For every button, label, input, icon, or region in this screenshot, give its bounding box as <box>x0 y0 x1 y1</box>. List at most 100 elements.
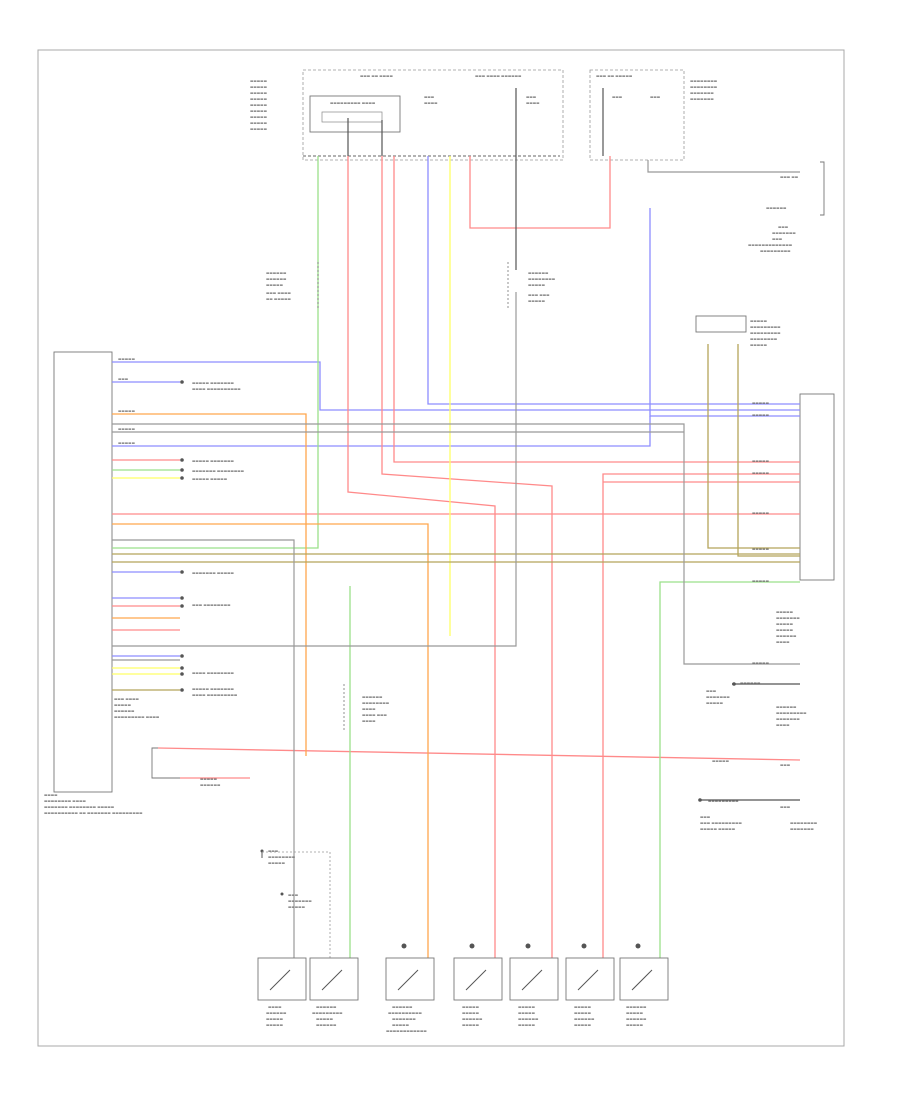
svg-text:▬▬▬▬▬▬▬▬▬: ▬▬▬▬▬▬▬▬▬ <box>776 711 807 715</box>
svg-text:▬▬▬▬▬: ▬▬▬▬▬ <box>626 1011 644 1015</box>
svg-text:▬▬▬▬▬▬▬▬▬▬ ▬▬ ▬▬▬▬▬▬▬ ▬▬▬▬▬▬▬▬: ▬▬▬▬▬▬▬▬▬▬ ▬▬ ▬▬▬▬▬▬▬ ▬▬▬▬▬▬▬▬▬ <box>44 811 143 815</box>
svg-text:▬▬▬▬▬▬: ▬▬▬▬▬▬ <box>518 1017 539 1021</box>
svg-text:▬▬▬▬▬▬: ▬▬▬▬▬▬ <box>266 277 287 281</box>
svg-text:▬▬▬▬▬: ▬▬▬▬▬ <box>752 459 770 463</box>
switch-7: ▬▬▬▬▬▬ ▬▬▬▬▬ ▬▬▬▬▬▬ ▬▬▬▬▬ <box>619 943 669 1027</box>
svg-text:▬▬▬▬▬: ▬▬▬▬▬ <box>750 343 768 347</box>
svg-text:▬▬▬▬▬▬▬: ▬▬▬▬▬▬▬ <box>392 1017 416 1021</box>
svg-text:▬▬▬▬▬: ▬▬▬▬▬ <box>288 905 306 909</box>
svg-text:▬▬▬▬▬▬: ▬▬▬▬▬▬ <box>362 695 383 699</box>
svg-text:▬▬▬ ▬▬▬: ▬▬▬ ▬▬▬ <box>528 293 550 297</box>
svg-text:▬▬▬▬▬: ▬▬▬▬▬ <box>250 127 268 131</box>
svg-text:▬▬▬▬▬: ▬▬▬▬▬ <box>776 628 794 632</box>
svg-text:▬▬▬▬▬: ▬▬▬▬▬ <box>712 759 730 763</box>
svg-text:▬▬ ▬▬▬▬▬: ▬▬ ▬▬▬▬▬ <box>266 297 292 301</box>
junction-connector-2: ▬▬▬▬▬▬ ▬▬▬▬▬▬▬▬ ▬▬▬▬▬ ▬▬▬ ▬▬▬ ▬▬▬▬▬ <box>507 262 556 310</box>
svg-text:▬▬▬ ▬▬▬▬: ▬▬▬ ▬▬▬▬ <box>266 291 292 295</box>
svg-text:▬▬▬▬▬▬▬▬▬▬: ▬▬▬▬▬▬▬▬▬▬ <box>388 1011 423 1015</box>
svg-text:▬▬▬▬▬ ▬▬▬▬▬▬▬: ▬▬▬▬▬ ▬▬▬▬▬▬▬ <box>192 459 234 463</box>
svg-text:▬▬▬▬: ▬▬▬▬ <box>362 719 376 723</box>
svg-text:▬▬▬▬ ▬▬▬▬▬▬▬▬▬: ▬▬▬▬ ▬▬▬▬▬▬▬▬▬ <box>192 693 238 697</box>
switch-4: ▬▬▬▬▬ ▬▬▬▬▬ ▬▬▬▬▬▬ ▬▬▬▬▬ <box>453 943 503 1027</box>
svg-text:▬▬▬▬▬▬: ▬▬▬▬▬▬ <box>528 271 549 275</box>
svg-text:▬▬▬ ▬▬▬▬▬▬▬▬▬: ▬▬▬ ▬▬▬▬▬▬▬▬▬ <box>700 821 742 825</box>
svg-text:▬▬▬▬▬▬: ▬▬▬▬▬▬ <box>392 1005 413 1009</box>
svg-text:▬▬▬: ▬▬▬ <box>778 225 789 229</box>
blue-wires <box>112 156 800 657</box>
svg-text:▬▬▬▬ ▬▬▬▬▬▬▬▬: ▬▬▬▬ ▬▬▬▬▬▬▬▬ <box>192 671 234 675</box>
switch-3: ▬▬▬▬▬▬ ▬▬▬▬▬▬▬▬▬▬ ▬▬▬▬▬▬▬ ▬▬▬▬▬ ▬▬▬▬▬▬▬▬… <box>385 943 435 1033</box>
svg-text:▬▬▬▬▬: ▬▬▬▬▬ <box>752 401 770 405</box>
svg-text:▬▬▬▬: ▬▬▬▬ <box>44 793 58 797</box>
svg-text:▬▬▬▬▬▬▬▬: ▬▬▬▬▬▬▬▬ <box>268 855 296 859</box>
switch-6: ▬▬▬▬▬ ▬▬▬▬▬ ▬▬▬▬▬▬ ▬▬▬▬▬ <box>565 943 615 1027</box>
svg-text:▬▬▬▬▬: ▬▬▬▬▬ <box>776 622 794 626</box>
left-control-module: ▬▬▬▬ ▬▬▬▬▬▬▬▬ ▬▬▬▬ ▬▬▬▬▬▬▬ ▬▬▬▬▬▬▬▬ ▬▬▬▬… <box>44 351 143 815</box>
svg-text:▬▬▬▬▬: ▬▬▬▬▬ <box>118 441 136 445</box>
svg-text:▬▬▬▬▬: ▬▬▬▬▬ <box>462 1023 480 1027</box>
svg-text:▬▬▬: ▬▬▬ <box>706 689 717 693</box>
svg-text:▬▬▬: ▬▬▬ <box>424 95 435 99</box>
svg-text:▬▬▬▬: ▬▬▬▬ <box>776 723 790 727</box>
svg-text:▬▬▬▬▬: ▬▬▬▬▬ <box>200 777 218 781</box>
svg-text:▬▬▬▬▬: ▬▬▬▬▬ <box>250 109 268 113</box>
svg-text:▬▬▬▬▬: ▬▬▬▬▬ <box>250 97 268 101</box>
svg-text:▬▬▬▬▬: ▬▬▬▬▬ <box>518 1023 536 1027</box>
svg-text:▬▬▬▬▬: ▬▬▬▬▬ <box>266 283 284 287</box>
svg-text:▬▬▬▬▬: ▬▬▬▬▬ <box>626 1023 644 1027</box>
svg-text:▬▬▬▬▬: ▬▬▬▬▬ <box>752 471 770 475</box>
svg-text:▬▬▬▬▬: ▬▬▬▬▬ <box>250 79 268 83</box>
svg-text:▬▬▬▬▬▬▬▬▬: ▬▬▬▬▬▬▬▬▬ <box>312 1011 343 1015</box>
svg-text:▬▬▬▬ ▬▬▬▬▬▬▬▬▬▬: ▬▬▬▬ ▬▬▬▬▬▬▬▬▬▬ <box>192 387 241 391</box>
svg-text:▬▬▬▬▬▬▬▬: ▬▬▬▬▬▬▬▬ <box>362 701 390 705</box>
svg-text:▬▬▬▬▬: ▬▬▬▬▬ <box>118 409 136 413</box>
svg-text:▬▬▬▬▬▬▬▬: ▬▬▬▬▬▬▬▬ <box>690 85 718 89</box>
svg-text:▬▬▬▬▬: ▬▬▬▬▬ <box>752 661 770 665</box>
svg-text:▬▬▬▬▬: ▬▬▬▬▬ <box>462 1005 480 1009</box>
svg-text:▬▬▬: ▬▬▬ <box>118 377 129 381</box>
orange-wires <box>112 413 429 966</box>
svg-text:▬▬▬▬▬: ▬▬▬▬▬ <box>250 103 268 107</box>
svg-text:▬▬▬: ▬▬▬ <box>288 893 299 897</box>
svg-text:▬▬▬▬▬▬▬▬: ▬▬▬▬▬▬▬▬ <box>750 337 778 341</box>
svg-text:▬▬▬ ▬▬: ▬▬▬ ▬▬ <box>780 175 799 179</box>
svg-text:▬▬▬▬▬▬▬▬▬: ▬▬▬▬▬▬▬▬▬ <box>750 325 781 329</box>
svg-text:▬▬▬▬▬▬: ▬▬▬▬▬▬ <box>626 1005 647 1009</box>
svg-text:▬▬▬▬▬: ▬▬▬▬▬ <box>752 547 770 551</box>
svg-text:▬▬▬▬▬: ▬▬▬▬▬ <box>462 1011 480 1015</box>
svg-text:▬▬▬▬▬: ▬▬▬▬▬ <box>250 115 268 119</box>
svg-text:▬▬▬▬▬▬: ▬▬▬▬▬▬ <box>316 1023 337 1027</box>
svg-text:▬▬▬▬▬: ▬▬▬▬▬ <box>574 1023 592 1027</box>
svg-text:▬▬▬▬ ▬▬▬: ▬▬▬▬ ▬▬▬ <box>362 713 388 717</box>
svg-text:▬▬▬▬▬: ▬▬▬▬▬ <box>752 511 770 515</box>
svg-text:▬▬▬▬▬▬: ▬▬▬▬▬▬ <box>776 634 797 638</box>
svg-text:▬▬▬▬▬▬▬ ▬▬▬▬▬▬▬▬: ▬▬▬▬▬▬▬ ▬▬▬▬▬▬▬▬ <box>192 469 245 473</box>
junction-connector-3: ▬▬▬▬▬▬ ▬▬▬▬▬▬▬▬ ▬▬▬▬ ▬▬▬▬ ▬▬▬ ▬▬▬▬ <box>343 684 390 730</box>
svg-text:▬▬▬▬▬▬▬ ▬▬▬▬▬: ▬▬▬▬▬▬▬ ▬▬▬▬▬ <box>192 571 234 575</box>
svg-text:▬▬▬▬▬: ▬▬▬▬▬ <box>750 319 768 323</box>
svg-text:▬▬▬▬▬: ▬▬▬▬▬ <box>118 357 136 361</box>
svg-text:▬▬▬▬▬: ▬▬▬▬▬ <box>776 610 794 614</box>
svg-text:▬▬▬▬▬ ▬▬▬▬▬▬▬: ▬▬▬▬▬ ▬▬▬▬▬▬▬ <box>192 687 234 691</box>
svg-text:▬▬▬▬▬▬▬▬▬: ▬▬▬▬▬▬▬▬▬ <box>750 331 781 335</box>
svg-text:▬▬▬▬▬▬: ▬▬▬▬▬▬ <box>462 1017 483 1021</box>
svg-text:▬▬▬▬▬▬: ▬▬▬▬▬▬ <box>766 206 787 210</box>
svg-text:▬▬▬▬▬▬▬: ▬▬▬▬▬▬▬ <box>690 91 714 95</box>
svg-text:▬▬▬▬▬: ▬▬▬▬▬ <box>528 283 546 287</box>
svg-text:▬▬▬▬▬▬▬▬▬ ▬▬▬▬: ▬▬▬▬▬▬▬▬▬ ▬▬▬▬ <box>114 715 160 719</box>
olive-wires <box>112 344 800 691</box>
svg-text:▬▬▬▬▬: ▬▬▬▬▬ <box>392 1023 410 1027</box>
connector-pin-icon <box>180 380 736 802</box>
svg-text:▬▬▬▬▬▬▬: ▬▬▬▬▬▬▬ <box>790 827 814 831</box>
svg-text:▬▬▬▬▬▬▬: ▬▬▬▬▬▬▬ <box>772 231 796 235</box>
svg-text:▬▬▬▬▬: ▬▬▬▬▬ <box>518 1005 536 1009</box>
svg-text:▬▬▬▬▬: ▬▬▬▬▬ <box>114 703 132 707</box>
top-right-sensor: ▬▬▬ ▬▬ ▬▬▬▬▬▬ ▬▬▬ ▬▬▬▬▬▬▬ ▬▬▬ ▬▬▬▬▬▬▬▬▬▬… <box>748 161 825 253</box>
right-control-module: ▬▬▬▬▬ ▬▬▬▬▬▬▬ ▬▬▬▬▬ ▬▬▬▬▬ ▬▬▬▬▬▬ ▬▬▬▬ <box>776 393 835 644</box>
yellow-wires <box>112 156 451 675</box>
left-pin-labels: ▬▬▬▬▬ ▬▬▬ ▬▬▬▬▬ ▬▬▬▬▬▬▬ ▬▬▬▬ ▬▬▬▬▬▬▬▬▬▬ … <box>114 357 245 787</box>
svg-text:▬▬▬▬▬▬: ▬▬▬▬▬▬ <box>574 1017 595 1021</box>
svg-text:▬▬▬▬▬▬: ▬▬▬▬▬▬ <box>626 1017 647 1021</box>
